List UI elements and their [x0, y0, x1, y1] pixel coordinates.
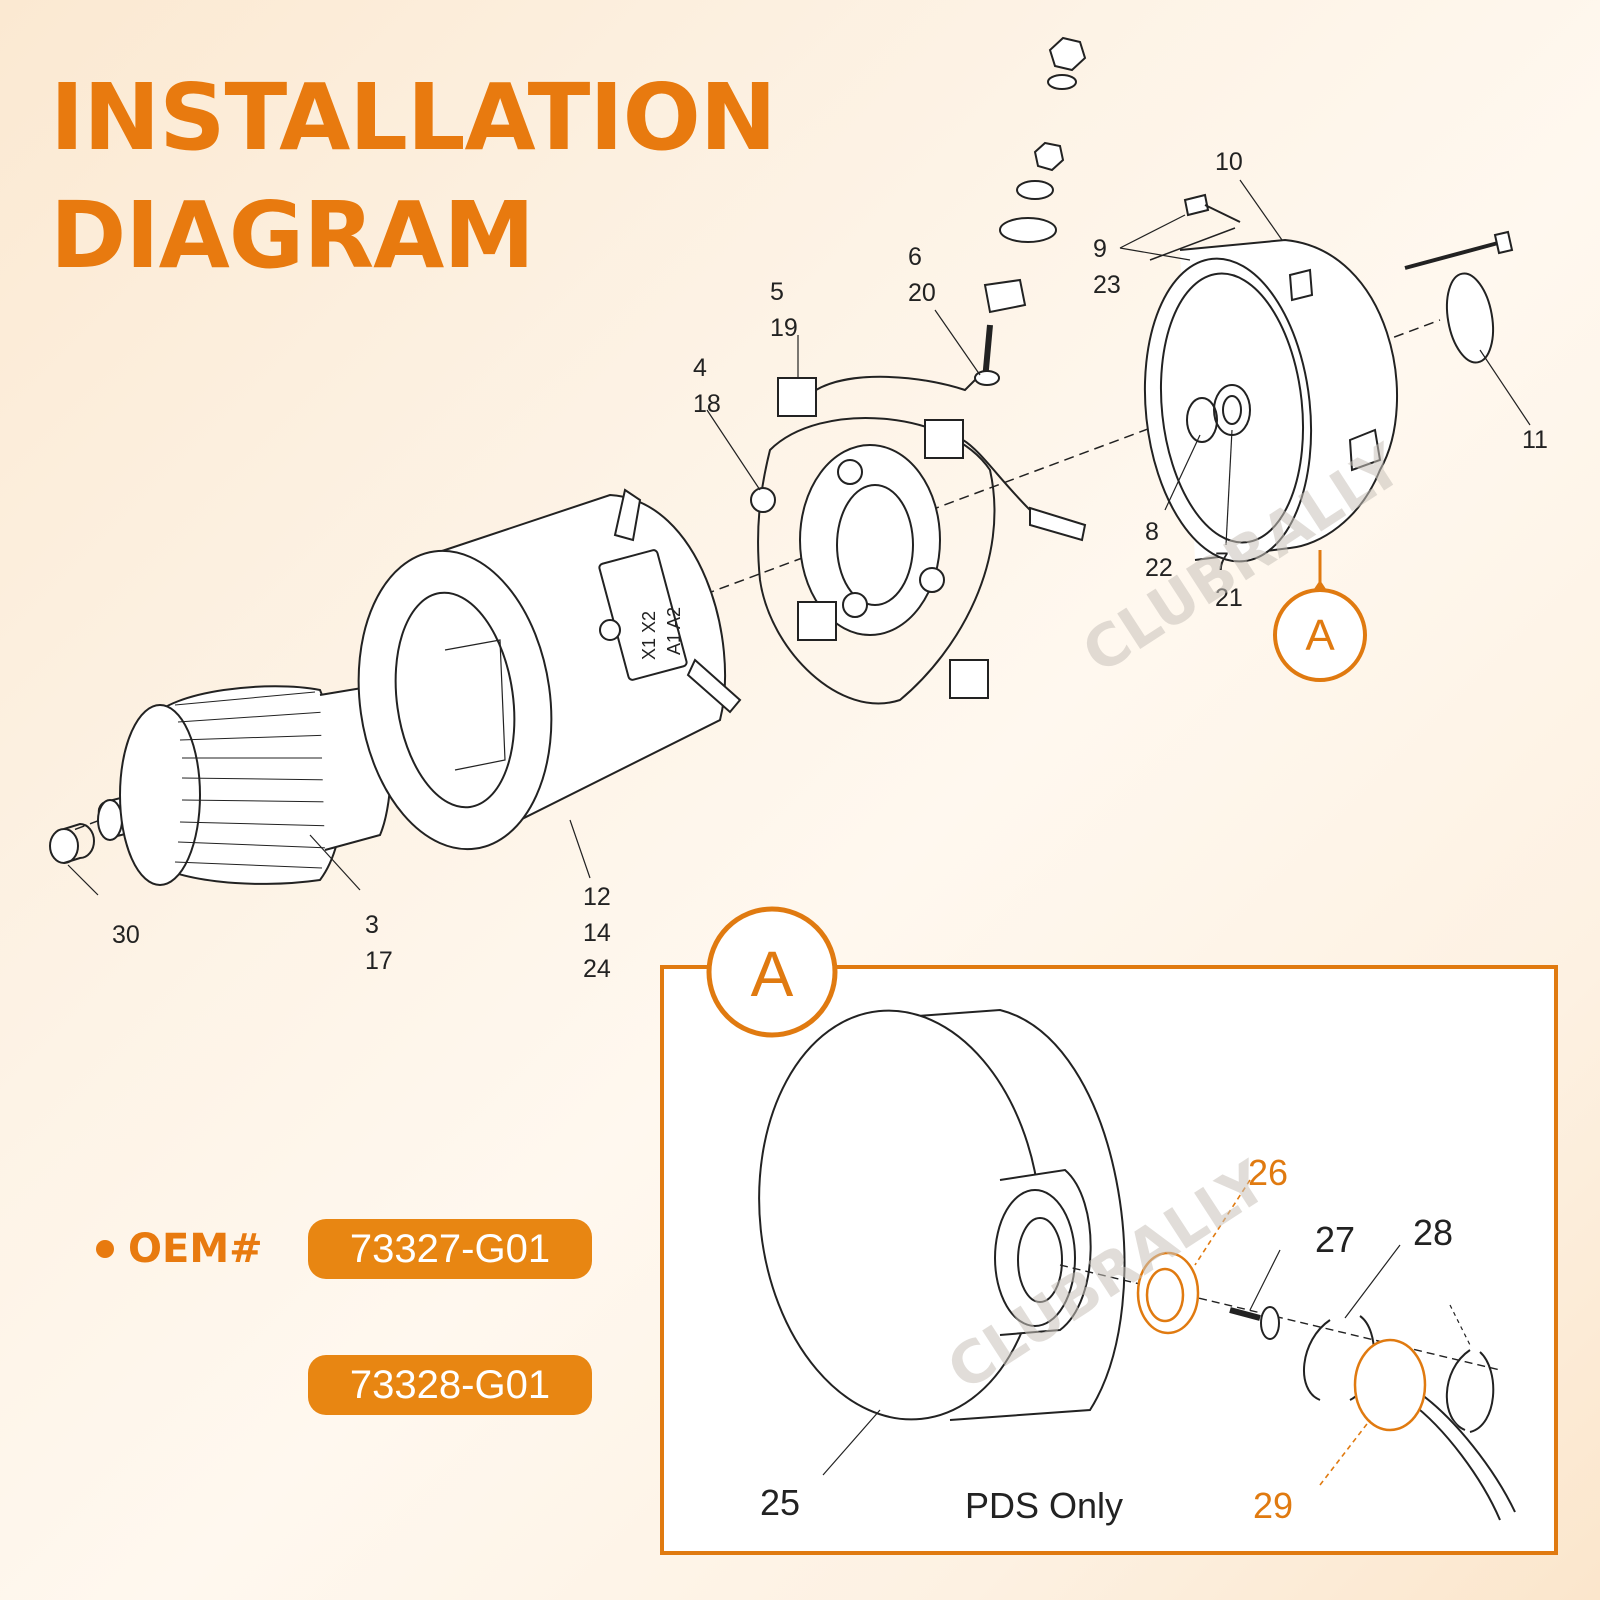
detail-label-29: 29: [1253, 1485, 1293, 1526]
callout-8: 8: [1145, 518, 1159, 546]
callout-21: 21: [1215, 584, 1243, 612]
detail-label-26: 26: [1248, 1152, 1288, 1193]
detail-label-27: 27: [1315, 1219, 1355, 1260]
callout-20: 20: [908, 279, 936, 307]
detail-a-marker: A: [1273, 550, 1367, 682]
detail-marker-letter: A: [1305, 611, 1335, 660]
callout-14: 14: [583, 919, 611, 947]
detail-box-letter: A: [751, 938, 794, 1010]
motor-housing: [357, 488, 742, 851]
callout-17: 17: [365, 947, 393, 975]
title-line-1: INSTALLATION: [50, 64, 777, 171]
terminal-label-a: A1 A2: [664, 607, 684, 655]
bullet-icon: [96, 1240, 114, 1258]
callout-18: 18: [693, 390, 721, 418]
callout-11: 11: [1522, 426, 1548, 454]
oem-heading: OEM#: [96, 1226, 263, 1272]
title-line-2: DIAGRAM: [50, 182, 535, 289]
callout-3: 3: [365, 911, 379, 939]
callout-5: 5: [770, 278, 784, 306]
bolt-and-tag: [1404, 230, 1514, 364]
oem-label: OEM#: [128, 1226, 263, 1272]
callout-23: 23: [1093, 271, 1121, 299]
oem-number-1: 73327-G01: [308, 1219, 592, 1279]
callout-24: 24: [583, 955, 611, 983]
bushing-30: [49, 822, 95, 864]
callout-4: 4: [693, 354, 707, 382]
callout-30: 30: [112, 921, 140, 949]
callout-7: 7: [1215, 548, 1229, 576]
callout-19: 19: [770, 314, 798, 342]
detail-label-28: 28: [1413, 1212, 1453, 1253]
terminal-hardware: [974, 36, 1087, 386]
brush-plate: [750, 375, 1087, 705]
callout-10: 10: [1215, 148, 1243, 176]
screw-9: [1149, 193, 1241, 261]
end-cap: [1143, 238, 1398, 563]
callout-12: 12: [583, 883, 611, 911]
callout-9: 9: [1093, 235, 1107, 263]
detail-caption: PDS Only: [965, 1485, 1123, 1526]
terminal-label-x: X1 X2: [639, 611, 659, 660]
detail-label-25: 25: [760, 1482, 800, 1523]
detail-a-box: A: [660, 906, 1558, 1555]
callout-6: 6: [908, 243, 922, 271]
oem-number-2: 73328-G01: [308, 1355, 592, 1415]
callout-22: 22: [1145, 554, 1173, 582]
